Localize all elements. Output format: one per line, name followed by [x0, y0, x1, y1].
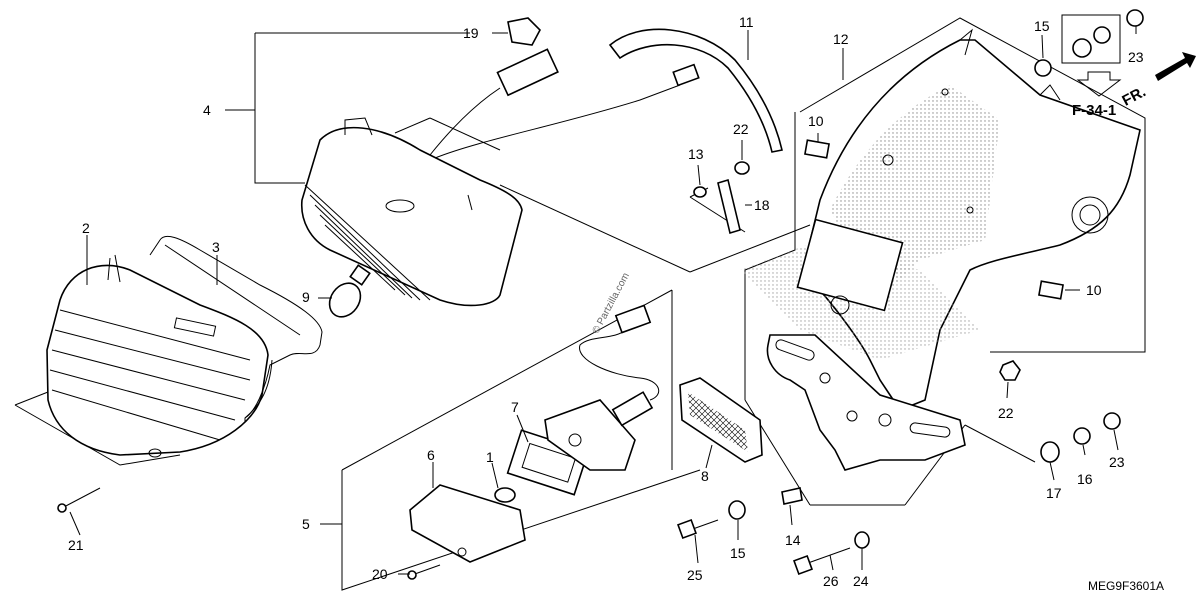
tail-bulb [318, 264, 371, 318]
callout-18: 18 [754, 197, 770, 213]
callout-22b: 22 [998, 405, 1014, 421]
callout-3: 3 [212, 239, 220, 255]
callout-8: 8 [701, 468, 709, 484]
callout-26: 26 [823, 573, 839, 589]
drawing-code: MEG9F3601A [1088, 579, 1164, 593]
callout-1: 1 [486, 449, 494, 465]
front-direction-label: FR. [1119, 83, 1148, 109]
callout-25: 25 [687, 567, 703, 583]
callout-20: 20 [372, 566, 388, 582]
callout-9: 9 [302, 289, 310, 305]
reflector [679, 377, 763, 463]
callout-16: 16 [1077, 471, 1093, 487]
lens-gasket [149, 235, 323, 422]
reference-indicator [1076, 52, 1196, 97]
cushions [804, 139, 1064, 300]
callout-labels: 1 2 3 4 5 6 7 8 9 10 10 11 12 13 14 15 1… [68, 14, 1164, 593]
callout-17: 17 [1046, 485, 1062, 501]
callout-5: 5 [302, 516, 310, 532]
rear-fender [740, 28, 1141, 411]
license-light [409, 304, 660, 563]
callout-4: 4 [203, 102, 211, 118]
rubber-strip [608, 28, 783, 153]
callout-10a: 10 [808, 113, 824, 129]
callout-6: 6 [427, 447, 435, 463]
callout-13: 13 [688, 146, 704, 162]
license-bracket [766, 334, 966, 471]
callout-12: 12 [833, 31, 849, 47]
callout-23b: 23 [1109, 454, 1125, 470]
leader-lines [69, 26, 1137, 575]
callout-22a: 22 [733, 121, 749, 137]
callout-15b: 15 [730, 545, 746, 561]
fasteners [57, 9, 1144, 580]
callout-10b: 10 [1086, 282, 1102, 298]
callout-14: 14 [785, 532, 801, 548]
reference-label: F-34-1 [1072, 102, 1116, 119]
callout-24: 24 [853, 573, 869, 589]
callout-21: 21 [68, 537, 84, 553]
tail-lens [46, 254, 269, 458]
callout-11: 11 [739, 14, 754, 30]
group-outlines [14, 17, 1146, 591]
callout-23a: 23 [1128, 49, 1144, 65]
clip [492, 17, 541, 46]
clamp-hardware [693, 161, 752, 235]
tail-light-housing [300, 48, 700, 307]
callout-15a: 15 [1034, 18, 1050, 34]
callout-7: 7 [511, 399, 519, 415]
callout-19: 19 [463, 25, 479, 41]
callout-2: 2 [82, 220, 90, 236]
